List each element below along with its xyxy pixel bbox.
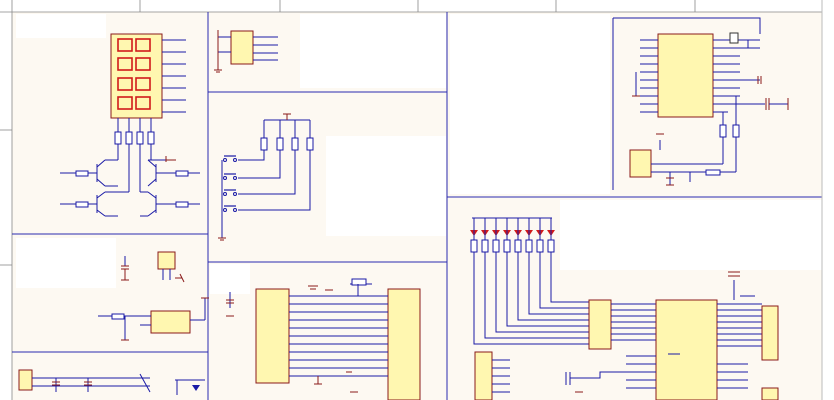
push-button-4 [223, 205, 237, 212]
power-section [98, 251, 209, 341]
top-connector-section [214, 30, 278, 73]
mcu-section [612, 17, 789, 190]
led-bank-section [470, 217, 779, 400]
push-button-1 [223, 155, 237, 162]
bottom-left-section [18, 369, 205, 395]
ribbon-connector-section [226, 278, 421, 400]
keypad-section [218, 113, 314, 241]
section-borders [12, 12, 834, 400]
push-button-2 [223, 173, 237, 180]
seven-segment-display [117, 38, 151, 110]
push-button-3 [223, 189, 237, 196]
display-driver-section [60, 33, 200, 217]
